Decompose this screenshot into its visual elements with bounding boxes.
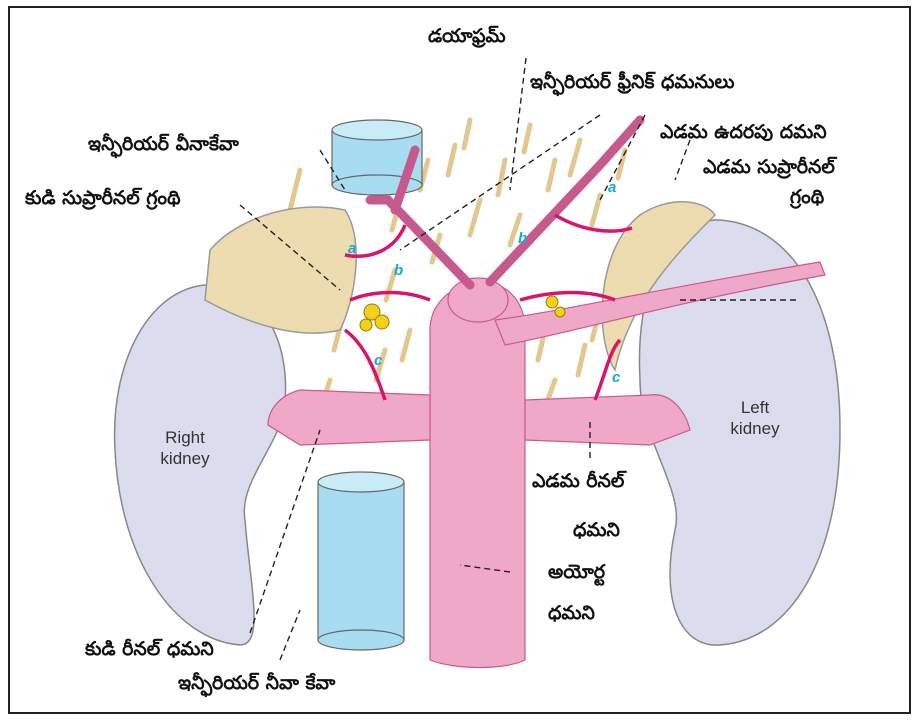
- celiac-trunk-shape: [448, 278, 508, 322]
- label-left-renal-artery-2: ధమని: [573, 518, 620, 542]
- marker-left-b: b: [518, 230, 527, 247]
- label-ivc-bottom: ఇన్ఫీరియర్ నీవా కేవా: [178, 671, 335, 695]
- label-aorta-2: ధమని: [548, 601, 595, 625]
- marker-right-c: c: [374, 352, 383, 369]
- right-renal-vessel-shape: [268, 390, 430, 445]
- left-kidney-line2: kidney: [710, 418, 800, 439]
- marker-left-c: c: [612, 369, 621, 386]
- label-right-renal-artery: కుడి రీనల్ ధమని: [85, 637, 214, 661]
- marker-right-a: a: [348, 240, 356, 257]
- right-kidney-line2: kidney: [140, 448, 230, 469]
- left-renal-vessel-shape: [525, 395, 690, 445]
- left-kidney-line1: Left: [710, 397, 800, 418]
- label-inferior-phrenic-arteries: ఇన్ఫీరియర్ ఫ్రీనిక్ ధమనులు: [530, 70, 734, 94]
- marker-right-b: b: [394, 262, 403, 279]
- ivc-bottom-cylinder: [318, 472, 404, 650]
- label-aorta-1: అయోర్ట: [548, 560, 605, 584]
- label-diaphragm: డయాఫ్రమ్: [428, 24, 506, 48]
- label-ivc-top: ఇన్ఫీరియర్ వీనాకేవా: [88, 132, 239, 156]
- label-left-abdominal-artery: ఎడమ ఉదరపు దమని: [660, 120, 827, 144]
- label-right-kidney: Right kidney: [140, 427, 230, 469]
- label-left-kidney: Left kidney: [710, 397, 800, 439]
- label-left-renal-artery-1: ఎడమ రీనల్: [532, 469, 624, 493]
- label-left-suprarenal-gland-1: ఎడమ సుప్రారీనల్: [703, 155, 835, 179]
- right-kidney-line1: Right: [140, 427, 230, 448]
- label-right-suprarenal-gland: కుడి సుప్రారీనల్ గ్రంథి: [25, 186, 180, 210]
- label-left-suprarenal-gland-2: గ్రంథి: [790, 185, 824, 209]
